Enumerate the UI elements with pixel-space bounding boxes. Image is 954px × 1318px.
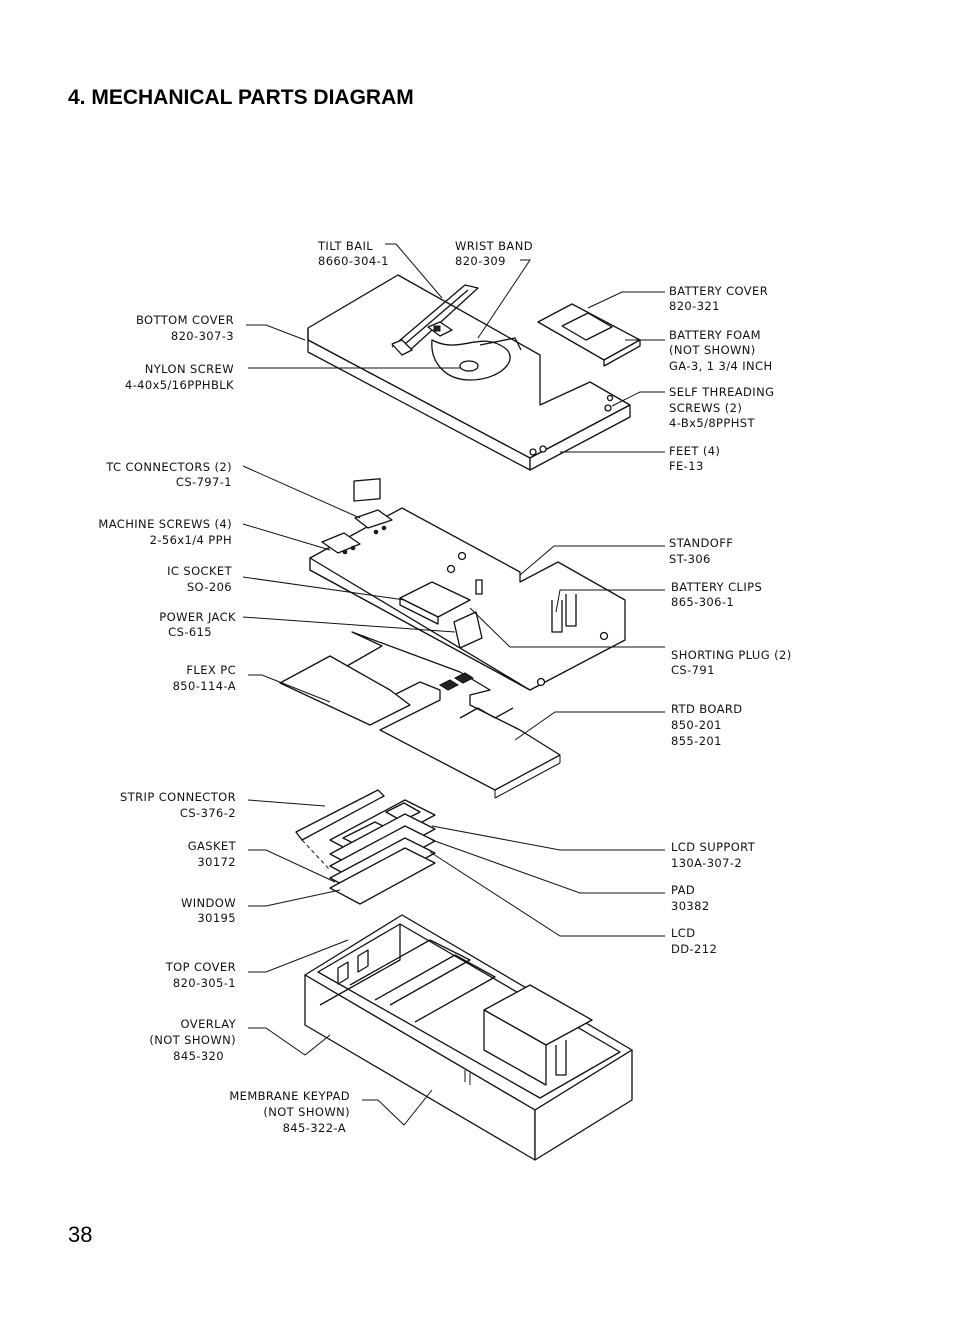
svg-text:30382: 30382 (671, 899, 710, 913)
bottom-cover-part (307, 274, 631, 471)
svg-text:MACHINE SCREWS (4): MACHINE SCREWS (4) (98, 517, 232, 531)
svg-text:TC CONNECTORS (2): TC CONNECTORS (2) (105, 460, 232, 474)
svg-text:ST-306: ST-306 (669, 552, 711, 566)
svg-text:850-201: 850-201 (671, 718, 722, 732)
svg-text:CS-376-2: CS-376-2 (180, 806, 236, 820)
battery-cover-part (537, 303, 641, 367)
svg-text:865-306-1: 865-306-1 (671, 595, 734, 609)
svg-text:30195: 30195 (197, 911, 236, 925)
label-tc-connectors: TC CONNECTORS (2) CS-797-1 (105, 460, 232, 489)
svg-text:820-305-1: 820-305-1 (173, 976, 236, 990)
svg-text:850-114-A: 850-114-A (173, 679, 236, 693)
svg-text:BATTERY FOAM: BATTERY FOAM (669, 328, 761, 342)
svg-text:130A-307-2: 130A-307-2 (671, 856, 742, 870)
label-standoff: STANDOFF ST-306 (669, 536, 733, 566)
svg-text:855-201: 855-201 (671, 734, 722, 748)
svg-text:8660-304-1: 8660-304-1 (318, 254, 389, 268)
label-membrane-keypad: MEMBRANE KEYPAD (NOT SHOWN) 845-322-A (229, 1089, 350, 1135)
label-battery-cover: BATTERY COVER 820-321 (669, 284, 768, 313)
svg-text:MEMBRANE KEYPAD: MEMBRANE KEYPAD (229, 1089, 350, 1103)
label-overlay: OVERLAY (NOT SHOWN) 845-320 (149, 1017, 236, 1063)
svg-text:FLEX PC: FLEX PC (186, 663, 236, 677)
svg-text:SELF THREADING: SELF THREADING (669, 385, 774, 399)
svg-text:FEET (4): FEET (4) (669, 444, 720, 458)
label-self-threading-screws: SELF THREADING SCREWS (2) 4-Bx5/8PPHST (669, 385, 774, 430)
label-battery-clips: BATTERY CLIPS 865-306-1 (671, 580, 762, 609)
label-rtd-board: RTD BOARD 850-201 855-201 (671, 702, 743, 748)
label-gasket: GASKET 30172 (188, 839, 237, 869)
svg-text:SO-206: SO-206 (187, 580, 232, 594)
label-ic-socket: IC SOCKET SO-206 (167, 564, 232, 594)
svg-text:CS-615: CS-615 (168, 625, 212, 639)
svg-text:POWER JACK: POWER JACK (159, 610, 236, 624)
label-battery-foam: BATTERY FOAM (NOT SHOWN) GA-3, 1 3/4 INC… (669, 328, 773, 373)
svg-text:NYLON SCREW: NYLON SCREW (145, 362, 234, 376)
label-shorting-plug: SHORTING PLUG (2) CS-791 (671, 648, 792, 677)
svg-text:TOP COVER: TOP COVER (165, 960, 236, 974)
svg-text:CS-791: CS-791 (671, 663, 715, 677)
svg-text:RTD BOARD: RTD BOARD (671, 702, 743, 716)
svg-text:2-56x1/4 PPH: 2-56x1/4 PPH (150, 533, 232, 547)
svg-text:30172: 30172 (197, 855, 236, 869)
main-pcb-part (309, 478, 626, 691)
svg-text:(NOT SHOWN): (NOT SHOWN) (263, 1105, 350, 1119)
svg-text:(NOT SHOWN): (NOT SHOWN) (669, 343, 756, 357)
svg-text:PAD: PAD (671, 883, 695, 897)
label-nylon-screw: NYLON SCREW 4-40x5/16PPHBLK (125, 362, 234, 392)
label-lcd: LCD DD-212 (671, 926, 717, 956)
label-window: WINDOW 30195 (181, 896, 236, 925)
svg-text:WRIST BAND: WRIST BAND (455, 239, 533, 253)
svg-text:WINDOW: WINDOW (181, 896, 236, 910)
svg-text:BATTERY COVER: BATTERY COVER (669, 284, 768, 298)
svg-text:STRIP CONNECTOR: STRIP CONNECTOR (120, 790, 236, 804)
svg-text:4-40x5/16PPHBLK: 4-40x5/16PPHBLK (125, 378, 234, 392)
label-top-cover: TOP COVER 820-305-1 (165, 960, 236, 990)
svg-text:CS-797-1: CS-797-1 (176, 475, 232, 489)
svg-text:BATTERY CLIPS: BATTERY CLIPS (671, 580, 762, 594)
leader-lines (242, 243, 665, 1126)
svg-text:820-309: 820-309 (455, 254, 506, 268)
svg-text:LCD SUPPORT: LCD SUPPORT (671, 840, 756, 854)
label-machine-screws: MACHINE SCREWS (4) 2-56x1/4 PPH (98, 517, 232, 547)
svg-text:OVERLAY: OVERLAY (181, 1017, 237, 1031)
svg-text:820-321: 820-321 (669, 299, 720, 313)
svg-text:IC SOCKET: IC SOCKET (167, 564, 232, 578)
label-tilt-bail: TILT BAIL 8660-304-1 (317, 239, 389, 268)
svg-text:845-320: 845-320 (173, 1049, 224, 1063)
svg-text:GASKET: GASKET (188, 839, 237, 853)
label-feet: FEET (4) FE-13 (669, 444, 720, 473)
page-number: 38 (68, 1222, 93, 1247)
page-title: 4. MECHANICAL PARTS DIAGRAM (68, 86, 414, 109)
label-flex-pc: FLEX PC 850-114-A (173, 663, 236, 693)
label-wrist-band: WRIST BAND 820-309 (455, 239, 533, 268)
svg-text:SHORTING PLUG (2): SHORTING PLUG (2) (671, 648, 792, 662)
svg-text:LCD: LCD (671, 926, 696, 940)
label-bottom-cover: BOTTOM COVER 820-307-3 (136, 313, 234, 343)
rtd-board-part (279, 631, 561, 799)
label-lcd-support: LCD SUPPORT 130A-307-2 (671, 840, 756, 870)
label-power-jack: POWER JACK CS-615 (159, 610, 236, 639)
wrist-band-part (431, 337, 522, 381)
svg-text:FE-13: FE-13 (669, 459, 704, 473)
label-pad: PAD 30382 (671, 883, 710, 913)
svg-text:(NOT SHOWN): (NOT SHOWN) (149, 1033, 236, 1047)
label-strip-connector: STRIP CONNECTOR CS-376-2 (120, 790, 236, 820)
tilt-bail-part (391, 284, 479, 356)
top-cover-part (304, 914, 633, 1161)
svg-text:GA-3, 1 3/4 INCH: GA-3, 1 3/4 INCH (669, 359, 773, 373)
svg-text:BOTTOM COVER: BOTTOM COVER (136, 313, 234, 327)
svg-text:DD-212: DD-212 (671, 942, 717, 956)
svg-text:4-Bx5/8PPHST: 4-Bx5/8PPHST (669, 416, 755, 430)
svg-text:TILT BAIL: TILT BAIL (317, 239, 373, 253)
svg-text:STANDOFF: STANDOFF (669, 536, 733, 550)
lcd-stack-part (295, 789, 436, 905)
svg-text:SCREWS (2): SCREWS (2) (669, 401, 742, 415)
svg-text:820-307-3: 820-307-3 (171, 329, 234, 343)
svg-text:845-322-A: 845-322-A (283, 1121, 346, 1135)
